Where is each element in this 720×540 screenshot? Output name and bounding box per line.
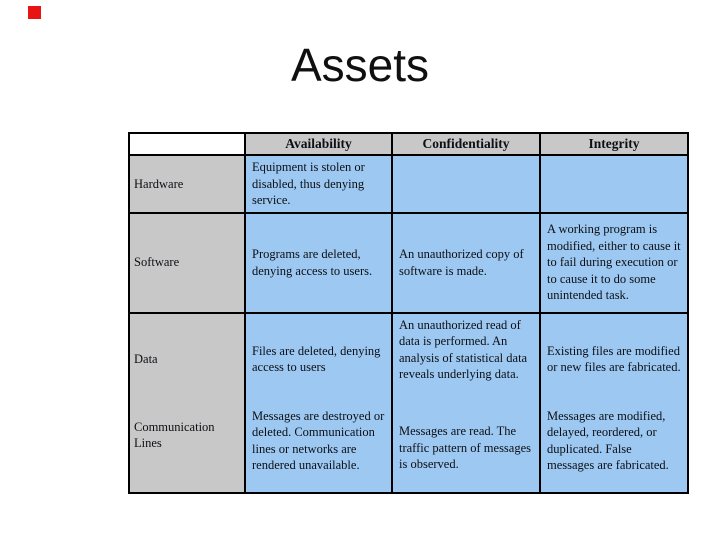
- table-row-hardware: Hardware Equipment is stolen or disabled…: [128, 154, 689, 214]
- cell-communication-availability: Messages are destroyed or deleted. Commu…: [244, 404, 393, 494]
- cell-communication-confidentiality: Messages are read. The traffic pattern o…: [391, 404, 541, 494]
- assets-table: Availability Confidentiality Integrity H…: [128, 132, 689, 494]
- cell-software-integrity: A working program is modified, either to…: [539, 211, 689, 314]
- table-row-software: Software Programs are deleted, denying a…: [128, 211, 689, 314]
- cell-communication-integrity: Messages are modified, delayed, reordere…: [539, 404, 689, 494]
- table-row-data: Data Files are deleted, denying access t…: [128, 311, 689, 405]
- slide-title: Assets: [290, 39, 430, 91]
- table-row-communication-lines: Communication Lines Messages are destroy…: [128, 404, 689, 494]
- cell-data-integrity: Existing files are modified or new files…: [539, 311, 689, 405]
- column-header-confidentiality: Confidentiality: [391, 132, 541, 156]
- cell-hardware-availability: Equipment is stolen or disabled, thus de…: [244, 154, 393, 214]
- row-header-software: Software: [128, 211, 246, 314]
- cell-software-confidentiality: An unauthorized copy of software is made…: [391, 211, 541, 314]
- table-header-row: Availability Confidentiality Integrity: [128, 132, 689, 156]
- row-header-data: Data: [128, 311, 246, 405]
- red-marker-icon: [28, 6, 41, 19]
- row-header-communication-lines: Communication Lines: [128, 404, 246, 494]
- cell-hardware-integrity: [539, 154, 689, 214]
- cell-hardware-confidentiality: [391, 154, 541, 214]
- cell-data-availability: Files are deleted, denying access to use…: [244, 311, 393, 405]
- cell-data-confidentiality: An unauthorized read of data is performe…: [391, 311, 541, 405]
- row-header-hardware: Hardware: [128, 154, 246, 214]
- cell-software-availability: Programs are deleted, denying access to …: [244, 211, 393, 314]
- column-header-integrity: Integrity: [539, 132, 689, 156]
- column-header-availability: Availability: [244, 132, 393, 156]
- table-corner-spacer: [128, 132, 246, 156]
